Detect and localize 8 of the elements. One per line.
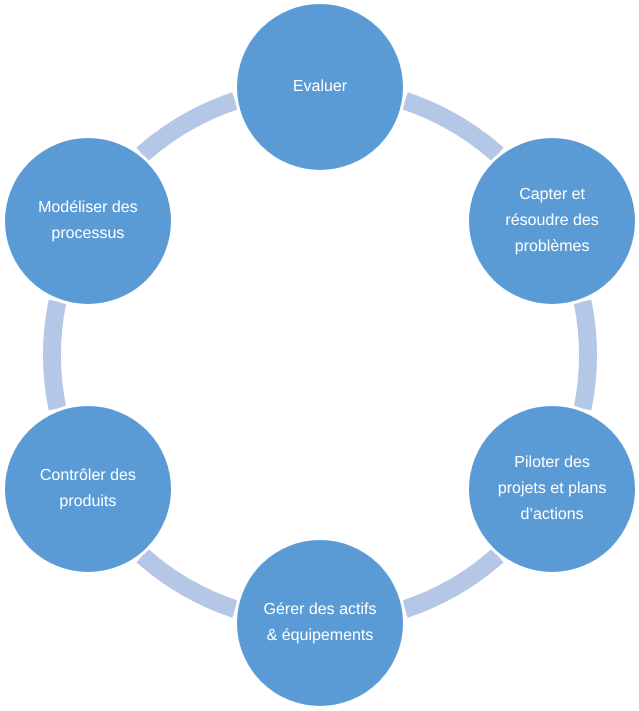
step-label: Modéliser des processus (37, 198, 139, 244)
ring-connector (574, 300, 597, 410)
ring-connector (43, 300, 66, 410)
step-label: Piloter des projets et plans d’actions (496, 453, 608, 525)
step-label: Contrôler des produits (38, 466, 137, 512)
step-label: Capter et résoudre des problèmes (504, 185, 600, 257)
step-label: Gérer des actifs & équipements (262, 600, 378, 646)
step-label: Evaluer (292, 77, 348, 97)
